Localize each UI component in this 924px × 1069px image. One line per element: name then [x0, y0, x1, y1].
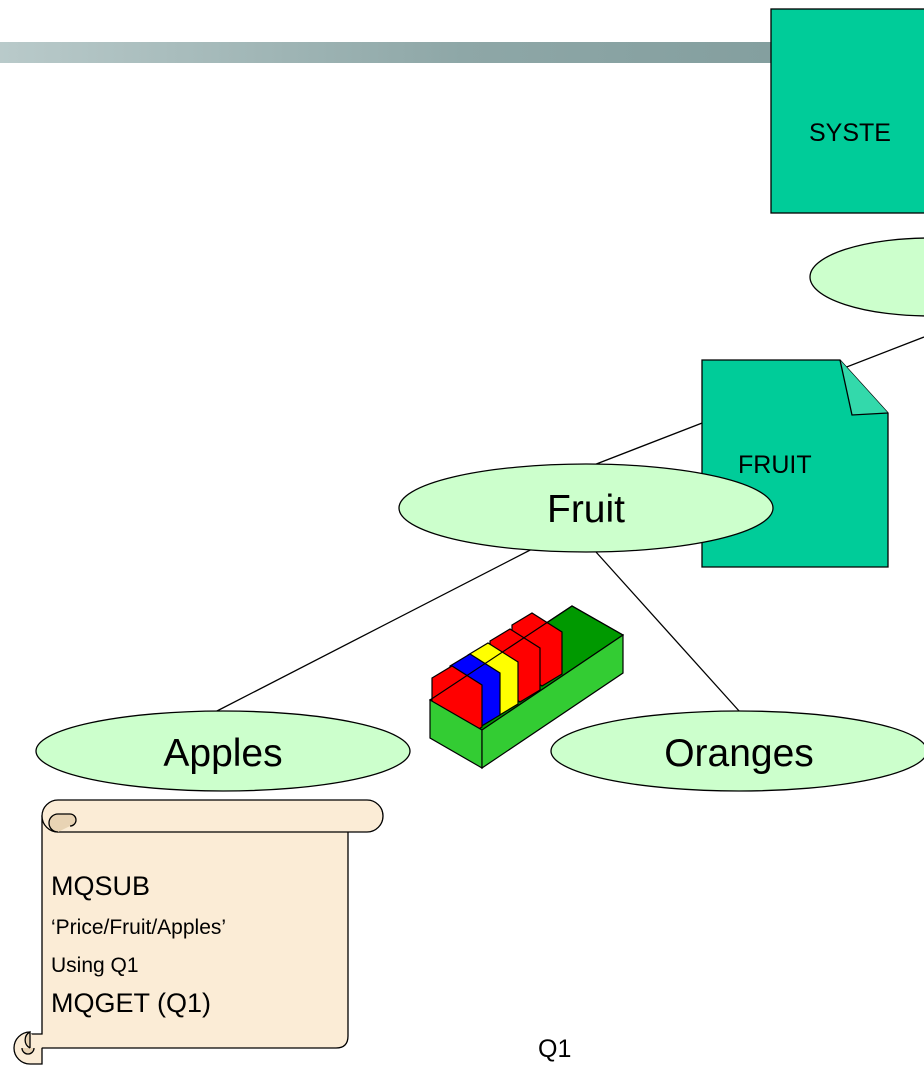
subscription-scroll: MQSUB ‘Price/Fruit/Apples’ Using Q1 MQGE…: [13, 799, 384, 1065]
queue-tray-rim: [429, 605, 624, 701]
sub-line-mqsub: MQSUB: [51, 871, 150, 901]
system-topic-object: SYSTE: [770, 8, 924, 214]
oranges-node: Oranges: [550, 710, 924, 792]
queue-label: Q1: [538, 1035, 571, 1063]
queue-q1: [428, 605, 625, 770]
oranges-node-label: Oranges: [664, 732, 814, 775]
connector-fruit-oranges: [595, 551, 741, 713]
sub-line-using-queue: Using Q1: [51, 954, 139, 977]
fruit-node: Fruit: [398, 463, 774, 553]
fruit-topic-label: FRUIT: [738, 451, 812, 479]
root-topic-node: [809, 237, 924, 317]
system-topic-label: SYSTE: [809, 119, 891, 147]
apples-node-label: Apples: [163, 732, 282, 775]
apples-node: Apples: [35, 710, 411, 792]
header-bar: [0, 42, 924, 63]
fruit-node-label: Fruit: [547, 488, 625, 531]
sub-line-mqget: MQGET (Q1): [51, 988, 211, 1018]
queue-tray-side: [481, 633, 624, 770]
connector-fruit-apples: [214, 544, 541, 713]
sub-line-topic-string: ‘Price/Fruit/Apples’: [51, 916, 226, 939]
